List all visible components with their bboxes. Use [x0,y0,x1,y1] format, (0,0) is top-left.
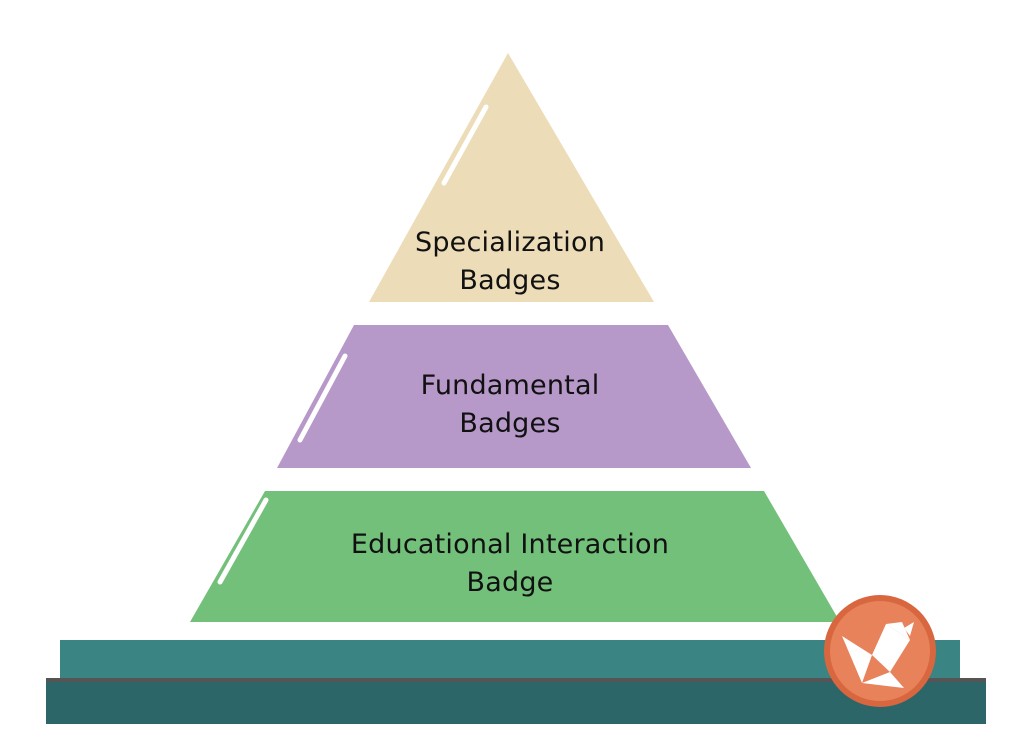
tier-specialization-highlight [441,104,489,186]
tier-label-line: Badges [459,408,561,439]
tier-label-line: Fundamental [420,370,600,401]
tier-label-educational-interaction: Educational Interaction Badge [300,526,720,602]
origami-bird-icon [842,622,914,688]
base-platform-upper [60,640,960,679]
base-platform-lower [46,682,986,724]
tier-label-fundamental: Fundamental Badges [340,367,680,443]
tier-label-specialization: Specialization Badges [340,224,680,300]
tier-label-line: Specialization [414,227,606,258]
tier-fundamental [277,325,751,468]
tier-educational-interaction-highlight [217,497,269,585]
tier-specialization [369,53,654,302]
tier-label-line: Badge [466,567,554,598]
tier-label-line: Badges [459,265,561,296]
logo-badge [824,595,936,707]
tier-educational-interaction [190,491,840,622]
base-platform-seam [46,678,986,682]
tier-label-line: Educational Interaction [350,529,670,560]
tier-fundamental-highlight [297,353,348,443]
